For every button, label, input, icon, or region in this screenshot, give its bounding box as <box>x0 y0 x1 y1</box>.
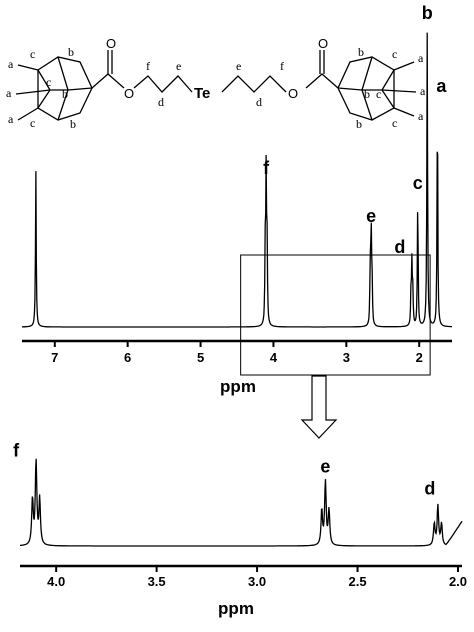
left-cage-outer <box>37 56 93 121</box>
down-arrow-icon <box>300 375 338 439</box>
label-b: b <box>364 87 370 101</box>
x-tick-label: 2.5 <box>348 574 366 589</box>
right-chain <box>221 75 287 93</box>
top-spectrum-line <box>22 32 453 328</box>
left-ester-bond <box>91 73 125 89</box>
left-cage-arrows <box>15 64 51 121</box>
label-d: d <box>158 95 164 109</box>
label-d: d <box>256 95 262 109</box>
peak-label-e: e <box>366 206 376 226</box>
label-c: c <box>30 47 35 61</box>
x-tick-label: 3.0 <box>248 574 266 589</box>
bottom-x-axis-title: ppm <box>218 599 254 618</box>
molecule-structure <box>15 50 417 121</box>
peak-label-c: c <box>413 173 423 193</box>
peak-label-d: d <box>394 237 405 257</box>
x-tick-label: 4.0 <box>47 574 65 589</box>
x-tick-label: 5 <box>197 350 204 365</box>
label-b: b <box>356 117 362 131</box>
label-f: f <box>146 59 150 73</box>
label-b: b <box>68 45 74 59</box>
label-f: f <box>280 59 284 73</box>
atom-o-carbonyl-left: O <box>106 36 116 51</box>
x-tick-label: 3 <box>343 350 350 365</box>
peak-label-d: d <box>424 478 435 498</box>
label-c: c <box>46 75 51 89</box>
x-tick-label: 2.0 <box>449 574 467 589</box>
zoom-arrow <box>300 375 338 439</box>
label-b: b <box>62 87 68 101</box>
atom-o-ester-right: O <box>288 86 298 101</box>
bottom-spectrum-panel: 4.0 3.5 3.0 2.5 2.0 f e d ppm <box>13 440 467 618</box>
atom-o-carbonyl-right: O <box>318 36 328 51</box>
right-ester-bond <box>305 73 339 89</box>
peak-label-b: b <box>422 3 433 23</box>
label-b: b <box>70 117 76 131</box>
bottom-x-ticks: 4.0 3.5 3.0 2.5 2.0 <box>47 566 467 589</box>
top-x-axis-title: ppm <box>220 377 256 396</box>
left-carbonyl <box>107 50 113 74</box>
atom-o-ester-left: O <box>124 86 134 101</box>
x-tick-label: 4 <box>270 350 278 365</box>
x-tick-label: 7 <box>51 350 58 365</box>
label-b: b <box>358 45 364 59</box>
bottom-peak-labels: f e d <box>13 440 435 498</box>
label-a: a <box>8 112 14 126</box>
top-x-ticks: 7 6 5 4 3 2 <box>51 341 423 365</box>
label-c: c <box>392 47 397 61</box>
label-a: a <box>6 86 12 100</box>
peak-label-f: f <box>263 158 270 178</box>
left-chain <box>133 75 193 93</box>
x-tick-label: 2 <box>416 350 423 365</box>
peak-label-e: e <box>320 457 330 477</box>
label-e: e <box>236 59 241 73</box>
bottom-spectrum-line <box>20 458 463 547</box>
label-c: c <box>30 116 35 130</box>
zoom-region-box <box>240 254 431 376</box>
label-a: a <box>418 109 424 123</box>
peak-label-a: a <box>436 76 447 96</box>
label-c: c <box>392 116 397 130</box>
molecule-labels: O O Te O O a a a c c c b b b f d e e d f… <box>6 36 426 131</box>
x-tick-label: 3.5 <box>148 574 166 589</box>
label-a: a <box>418 51 424 65</box>
label-a: a <box>420 84 426 98</box>
x-tick-label: 6 <box>124 350 131 365</box>
label-e: e <box>176 59 181 73</box>
right-carbonyl <box>319 50 325 74</box>
right-cage-arrows <box>381 61 417 117</box>
right-cage-outer <box>337 56 395 121</box>
peak-label-f: f <box>13 440 20 460</box>
label-c: c <box>376 87 381 101</box>
label-a: a <box>8 57 14 71</box>
atom-te: Te <box>194 85 210 102</box>
